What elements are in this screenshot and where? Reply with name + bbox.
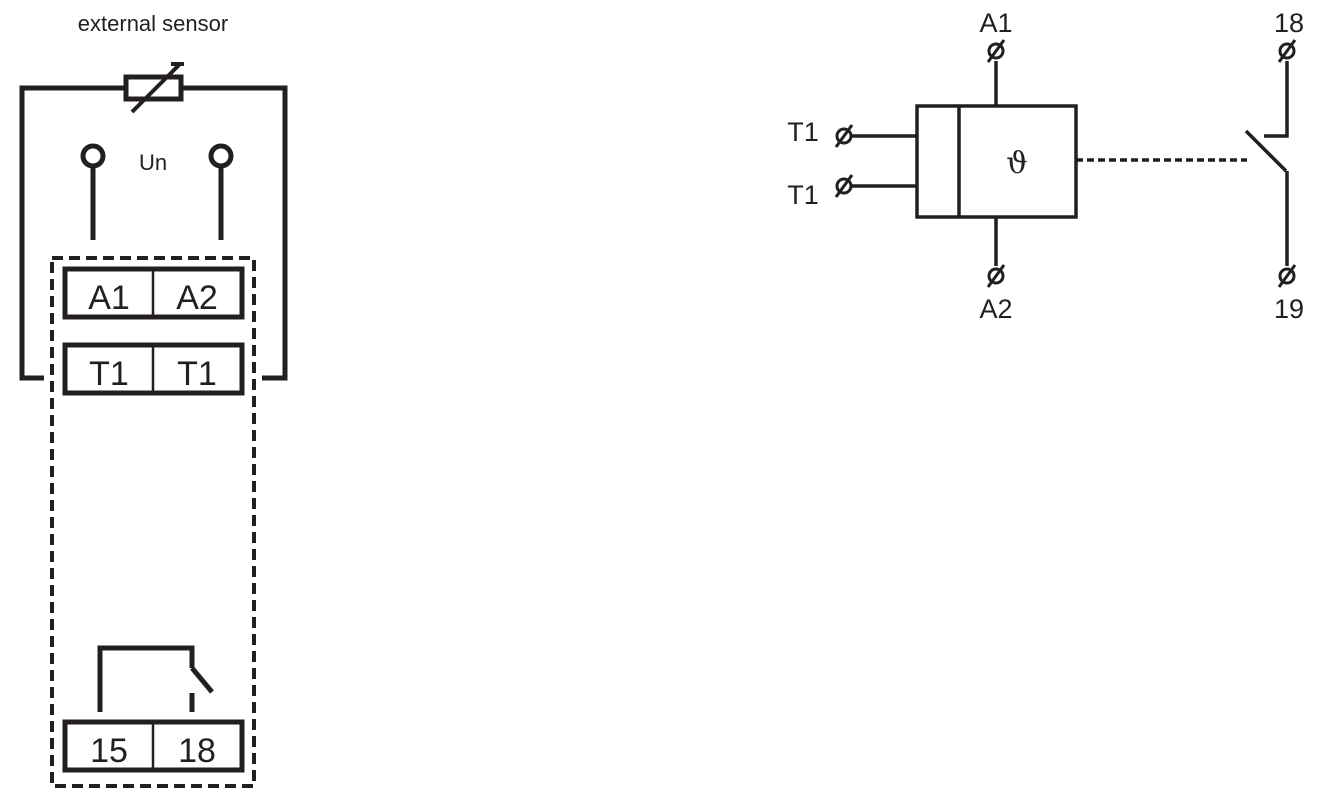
- terminal-label-a1: A1: [88, 279, 130, 317]
- relay-body: [915, 104, 1078, 219]
- terminal-label-t1-left: T1: [89, 355, 129, 393]
- sensor-loop-wire: [19, 85, 288, 381]
- temperature-symbol: ϑ: [1006, 146, 1027, 181]
- supply-label: Un: [139, 150, 167, 175]
- schematic-label-t1-lower: T1: [787, 180, 819, 210]
- sensor-label: external sensor: [78, 11, 228, 36]
- schematic-label-t1-upper: T1: [787, 117, 819, 147]
- schematic-label-18: 18: [1274, 8, 1304, 38]
- terminal-symbol-a2: [986, 264, 1006, 288]
- schematic-diagram: [834, 39, 1297, 288]
- terminal-block-a1-a2: [62, 266, 245, 320]
- device-housing: [50, 256, 256, 788]
- terminal-label-15: 15: [90, 732, 128, 770]
- terminal-symbol-t1-lower: [834, 174, 854, 198]
- output-contact-symbol: [1244, 61, 1289, 266]
- terminal-label-a2: A2: [176, 279, 218, 317]
- thermistor-symbol: [123, 62, 184, 114]
- terminal-symbol-a1: [986, 39, 1006, 63]
- supply-terminal-left: [80, 143, 106, 240]
- wiring-diagram: [19, 62, 288, 788]
- terminal-symbol-18: [1277, 39, 1297, 63]
- terminal-symbol-19: [1277, 264, 1297, 288]
- schematic-label-a2: A2: [979, 294, 1012, 324]
- schematic-label-19: 19: [1274, 294, 1304, 324]
- terminal-label-t1-right: T1: [177, 355, 217, 393]
- terminal-block-15-18: [62, 719, 245, 773]
- wiring-labels: external sensor Un A1 A2 T1 T1 15 18: [78, 11, 228, 770]
- terminal-label-18: 18: [178, 732, 216, 770]
- terminal-block-t1-t1: [62, 342, 245, 396]
- relay-contact-symbol: [97, 645, 214, 712]
- schematic-label-a1: A1: [979, 8, 1012, 38]
- terminal-symbol-t1-upper: [834, 124, 854, 148]
- schematic-labels: A1 A2 T1 T1 ϑ 18 19: [787, 8, 1304, 324]
- supply-terminal-right: [208, 143, 234, 240]
